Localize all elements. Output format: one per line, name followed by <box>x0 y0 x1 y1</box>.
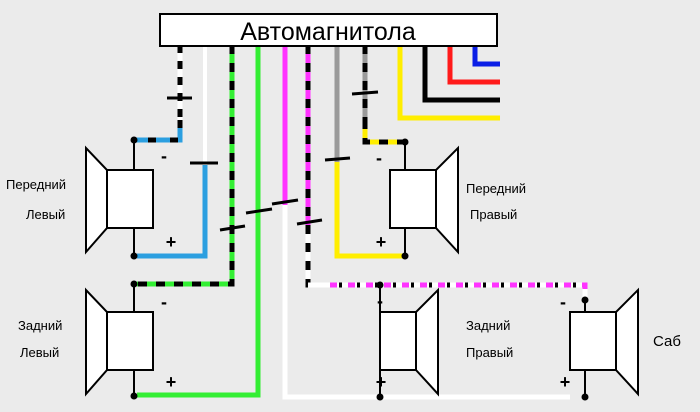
sub-minus-label: - <box>560 292 566 312</box>
front-right-minus-label: - <box>376 148 382 168</box>
wire-sub-minus <box>308 282 588 300</box>
wire-front-right-plus <box>324 45 405 259</box>
rear-left-label-line2: Левый <box>20 345 59 360</box>
rear-right-plus-label: + <box>376 372 387 392</box>
wire-black-lead <box>422 45 500 103</box>
rear-left-label-line1: Задний <box>18 318 62 333</box>
wire-rear-left-minus <box>137 45 246 287</box>
wire-navy-lead <box>472 45 500 67</box>
wire-yellow-lead <box>397 45 500 121</box>
front-left-label-line2: Левый <box>26 207 65 222</box>
front-left-label-line1: Передний <box>6 177 66 192</box>
wire-front-right-minus <box>351 45 405 145</box>
rear-right-minus-label: - <box>377 291 383 311</box>
wire-front-left-plus <box>137 45 218 259</box>
front-left-minus-label: - <box>161 146 167 166</box>
front-right-label-line1: Передний <box>466 181 526 196</box>
rear-left-plus-label: + <box>166 372 177 392</box>
speaker-sub: - + <box>560 287 639 401</box>
sub-label: Саб <box>653 333 681 350</box>
head-unit-box: Автомагнитола <box>159 13 498 47</box>
speaker-front-left: - + <box>85 136 177 260</box>
speaker-rear-left: - + <box>85 280 177 400</box>
rear-right-label-line2: Правый <box>466 345 513 360</box>
head-unit-label: Автомагнитола <box>240 18 416 46</box>
wire-rear-right-plus <box>271 45 380 400</box>
front-right-label-line2: Правый <box>470 207 517 222</box>
front-left-plus-label: + <box>166 232 177 252</box>
sub-plus-label: + <box>560 372 571 392</box>
wire-rear-left-plus <box>137 45 273 398</box>
rear-right-label-line1: Задний <box>466 318 510 333</box>
rear-left-minus-label: - <box>161 292 167 312</box>
wire-red-lead <box>447 45 500 85</box>
speaker-front-right: - + <box>376 138 459 260</box>
front-right-plus-label: + <box>376 232 387 252</box>
wire-front-left-minus <box>134 45 192 143</box>
speaker-rear-right: - + <box>376 281 439 401</box>
